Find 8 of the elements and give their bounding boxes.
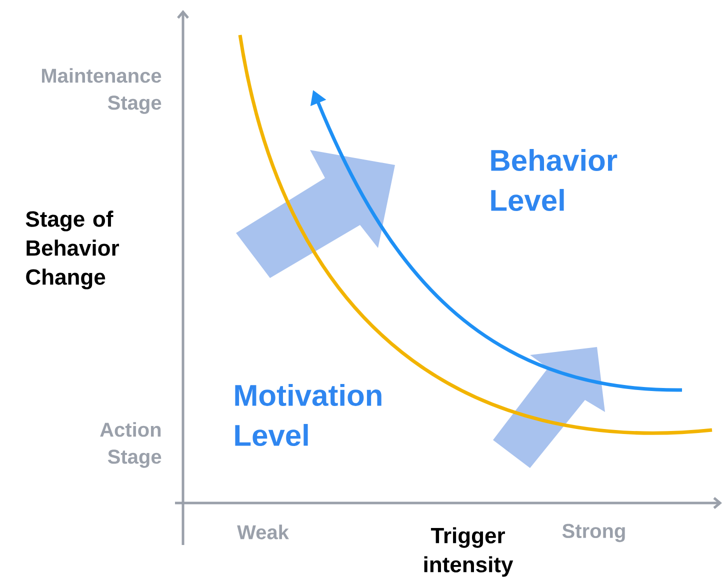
axis-tick-label: Strong <box>562 524 625 542</box>
axis-tick-label: Weak <box>237 524 289 540</box>
axis-title: Stage of Behavior Change <box>26 210 120 290</box>
curve-label: Motivation Level <box>235 384 382 446</box>
axis-title: Trigger intensity <box>424 527 514 577</box>
curve-label: Behavior Level <box>491 148 618 211</box>
axis-tick-label: Maintenance Stage <box>42 68 162 114</box>
axis-tick-label: Action Stage <box>100 422 162 468</box>
